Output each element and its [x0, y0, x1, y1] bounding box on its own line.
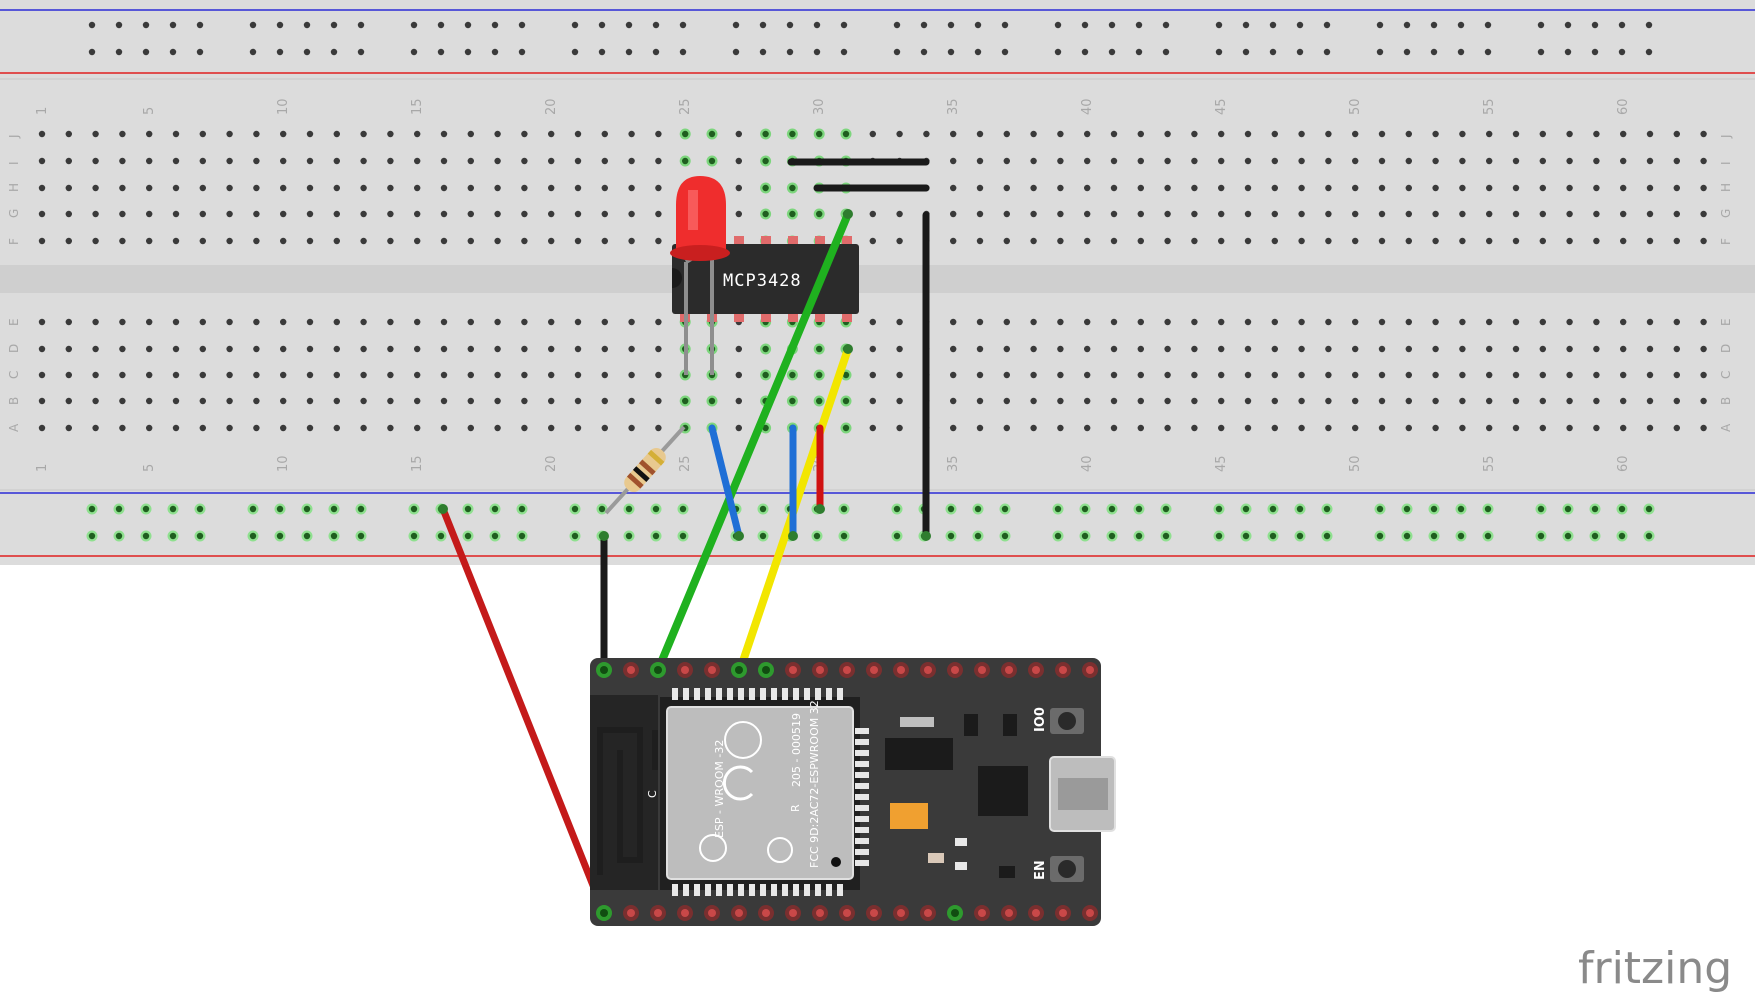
button-label-io0: IO0	[1033, 707, 1048, 732]
chip-label: MCP3428	[723, 271, 802, 291]
button-label-en: EN	[1033, 860, 1048, 880]
row-label: J	[1719, 134, 1733, 139]
column-label-bottom: 25	[678, 455, 693, 472]
wires	[438, 158, 931, 917]
module-mark-r: R	[789, 804, 802, 812]
row-label: D	[7, 344, 21, 353]
column-label-top: 55	[1482, 98, 1497, 115]
red-led	[670, 176, 730, 375]
column-label-bottom: 60	[1616, 455, 1631, 472]
resistor	[604, 425, 686, 515]
row-label: D	[1719, 344, 1733, 353]
row-label: I	[1719, 161, 1733, 165]
column-label-bottom: 10	[276, 455, 291, 472]
column-label-top: 45	[1214, 98, 1229, 115]
row-label: H	[1719, 183, 1733, 192]
row-label: B	[7, 397, 21, 405]
esp32-pins	[596, 662, 1098, 921]
column-label-bottom: 40	[1080, 455, 1095, 472]
column-label-top: 20	[544, 98, 559, 115]
column-label-top: 1	[35, 107, 50, 115]
column-label-top: 15	[410, 98, 425, 115]
column-label-bottom: 35	[946, 455, 961, 472]
row-label: C	[1719, 371, 1733, 379]
espressif-logo-icon	[724, 721, 762, 759]
column-label-top: 30	[812, 98, 827, 115]
column-label-top: 40	[1080, 98, 1095, 115]
column-label-bottom: 5	[142, 464, 157, 472]
column-label-top: 60	[1616, 98, 1631, 115]
row-labels: J J I I H H G G F F E E D D C C B B A A	[7, 134, 1733, 432]
module-text-2: 205 - 000519	[790, 713, 803, 787]
row-label: F	[7, 238, 21, 245]
row-label: G	[7, 209, 21, 218]
esp32-board: ESP - WROOM -32 205 - 000519 FCC 9D:2AC7…	[590, 658, 1116, 926]
column-label-bottom: 55	[1482, 455, 1497, 472]
column-label-top: 35	[946, 98, 961, 115]
row-label: J	[7, 134, 21, 139]
ground-symbol-icon	[767, 837, 793, 863]
column-label-bottom: 15	[410, 455, 425, 472]
column-label-bottom: 45	[1214, 455, 1229, 472]
column-label-bottom: 50	[1348, 455, 1363, 472]
fritzing-logo: fritzing	[1578, 943, 1732, 994]
ce-mark-icon	[722, 765, 754, 801]
row-label: E	[1719, 318, 1733, 326]
row-label: B	[1719, 397, 1733, 405]
row-label: C	[7, 371, 21, 379]
column-label-bottom: 20	[544, 455, 559, 472]
wifi-logo-icon	[699, 834, 727, 862]
column-label-top: 50	[1348, 98, 1363, 115]
row-label: A	[1719, 423, 1733, 432]
row-label: A	[7, 423, 21, 432]
column-label-top: 10	[276, 98, 291, 115]
module-mark-c: C	[646, 790, 659, 798]
row-label: E	[7, 318, 21, 326]
module-text-3: FCC 9D:2AC72-ESPWROOM 32	[808, 700, 821, 868]
column-label-bottom: 1	[35, 464, 50, 472]
module-text-1: ESP - WROOM -32	[713, 740, 726, 838]
row-label: H	[7, 183, 21, 192]
column-label-top: 25	[678, 98, 693, 115]
column-label-top: 5	[142, 107, 157, 115]
row-label: G	[1719, 209, 1733, 218]
row-label: F	[1719, 238, 1733, 245]
row-label: I	[7, 161, 21, 165]
